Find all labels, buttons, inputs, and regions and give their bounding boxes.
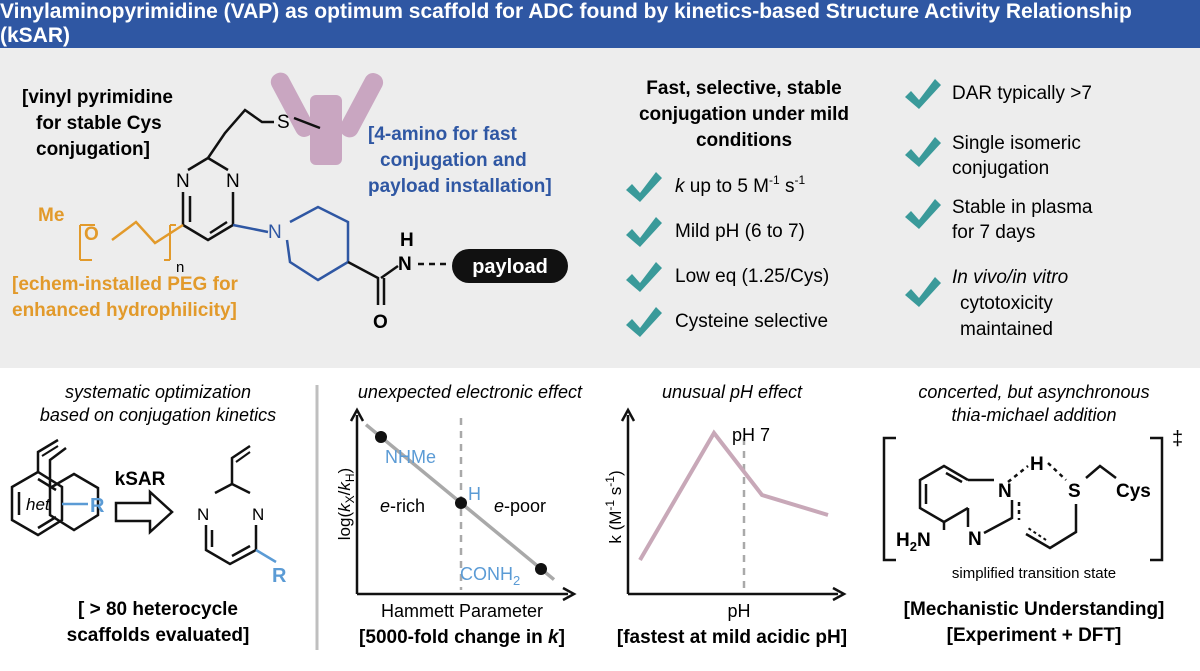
panel-ph: unusual pH effect pH 7 k (M-1 s-1) pH [f… xyxy=(603,382,847,648)
chart1-footer: [5000-fold change in k] xyxy=(359,627,565,648)
peg-label-1: [echem-installed PEG for xyxy=(12,274,239,295)
ksar-arrow-icon xyxy=(114,489,174,535)
atom-n1: N xyxy=(176,171,190,192)
cys-label: Cys xyxy=(1116,481,1151,502)
feature-plasma-1: Stable in plasma xyxy=(952,197,1093,218)
h2n-label: H2N xyxy=(896,530,931,554)
vinyl-label-1: [vinyl pyrimidine xyxy=(22,87,173,108)
ksar-label: kSAR xyxy=(115,469,166,490)
chart2-ph7-label: pH 7 xyxy=(732,425,770,445)
chart2-series-line xyxy=(638,429,829,562)
label-erich: e-rich xyxy=(380,496,425,516)
chart1-point-nhme xyxy=(375,431,387,443)
subscript-n: n xyxy=(176,259,184,276)
dagger-symbol: ‡ xyxy=(1172,428,1183,450)
feature-cyto-2: cytotoxicity xyxy=(960,293,1053,314)
panel4-caption-1: concerted, but asynchronous xyxy=(918,382,1149,402)
atom-n-top: N xyxy=(998,481,1012,502)
top-panel xyxy=(0,48,1200,368)
label-conh2: CONH2 xyxy=(460,564,520,588)
panel4-footer-1: [Mechanistic Understanding] xyxy=(904,599,1165,620)
check-icon xyxy=(626,217,662,247)
features-header-2: conjugation under mild xyxy=(639,104,849,125)
chart1-caption: unexpected electronic effect xyxy=(358,382,583,402)
check-icon xyxy=(905,137,941,167)
check-icon xyxy=(626,307,662,337)
feature-isomeric-1: Single isomeric xyxy=(952,133,1081,154)
feature-ph: Mild pH (6 to 7) xyxy=(675,221,805,242)
panel4-footer-2: [Experiment + DFT] xyxy=(947,625,1122,646)
r2-label: R xyxy=(272,565,287,587)
panel4-caption-2: thia-michael addition xyxy=(951,405,1116,425)
panel1-caption-2: based on conjugation kinetics xyxy=(40,405,276,425)
panel-hammett: unexpected electronic effect NHMe H CONH… xyxy=(335,382,583,648)
r1-label: R xyxy=(90,495,105,517)
atom-o2: O xyxy=(373,312,388,333)
feature-eq: Low eq (1.25/Cys) xyxy=(675,266,829,287)
ts-h-label: H xyxy=(1030,454,1044,475)
peg-label-2: enhanced hydrophilicity] xyxy=(12,300,237,321)
chart1-point-h xyxy=(455,497,467,509)
check-icon xyxy=(626,262,662,292)
payload-pill xyxy=(452,249,568,283)
feature-isomeric-2: conjugation xyxy=(952,158,1049,179)
payload-label: payload xyxy=(472,256,548,278)
atom-n-bottom: N xyxy=(968,529,982,550)
atom-o: O xyxy=(84,224,99,245)
label-nhme: NHMe xyxy=(385,447,436,467)
panel1-footer-1: [ > 80 heterocycle xyxy=(78,599,238,620)
features-header-1: Fast, selective, stable xyxy=(646,78,841,99)
chart2-xlabel: pH xyxy=(727,601,750,621)
label-h: H xyxy=(468,484,481,504)
amino-label-3: payload installation] xyxy=(368,176,552,197)
panel-transition-state: concerted, but asynchronous thia-michael… xyxy=(882,382,1183,646)
label-epoor: e-poor xyxy=(494,496,546,516)
vinyl-label-2: for stable Cys xyxy=(36,113,162,134)
features-list: Fast, selective, stable conjugation unde… xyxy=(626,78,1093,340)
atom-n3: N xyxy=(268,222,282,243)
feature-dar: DAR typically >7 xyxy=(952,83,1092,104)
panel1-caption-1: systematic optimization xyxy=(65,382,251,402)
atom-n-a: N xyxy=(197,505,209,524)
page-title: Vinylaminopyrimidine (VAP) as optimum sc… xyxy=(0,0,1132,47)
chart2-caption: unusual pH effect xyxy=(662,382,803,402)
vinyl-label-3: conjugation] xyxy=(36,139,150,160)
check-icon xyxy=(905,79,941,109)
feature-cys: Cysteine selective xyxy=(675,311,828,332)
chart1-xlabel: Hammett Parameter xyxy=(381,601,543,621)
ts-s-label: S xyxy=(1068,481,1081,502)
feature-plasma-2: for 7 days xyxy=(952,222,1035,243)
amino-label-2: conjugation and xyxy=(380,150,527,171)
atom-n-b: N xyxy=(252,505,264,524)
structure-figure: [vinyl pyrimidine for stable Cys conjuga… xyxy=(12,72,568,333)
chart1-point-conh2 xyxy=(535,563,547,575)
chart2-ylabel: k (M-1 s-1) xyxy=(603,470,625,543)
panel-ksar: systematic optimization based on conjuga… xyxy=(10,382,287,646)
feature-cyto-3: maintained xyxy=(960,319,1053,340)
features-header-3: conditions xyxy=(696,130,792,151)
check-icon xyxy=(905,199,941,229)
amino-label-1: [4-amino for fast xyxy=(368,124,518,145)
atom-me: Me xyxy=(38,205,64,226)
feature-k: k up to 5 M-1 s-1 xyxy=(675,173,805,197)
title-bar: Vinylaminopyrimidine (VAP) as optimum sc… xyxy=(0,0,1200,48)
ts-caption: simplified transition state xyxy=(952,565,1116,582)
atom-n2: N xyxy=(226,171,240,192)
het-label: het xyxy=(26,495,51,514)
chart2-footer: [fastest at mild acidic pH] xyxy=(617,627,847,648)
chart1-ylabel: log(kX/kH) xyxy=(335,468,357,540)
feature-cyto-1: In vivo/in vitro xyxy=(952,267,1068,288)
panel1-footer-2: scaffolds evaluated] xyxy=(67,625,250,646)
atom-s: S xyxy=(277,112,290,133)
atom-nh-n: N xyxy=(398,254,412,275)
check-icon xyxy=(626,172,662,202)
check-icon xyxy=(905,277,941,307)
atom-h: H xyxy=(400,230,414,251)
